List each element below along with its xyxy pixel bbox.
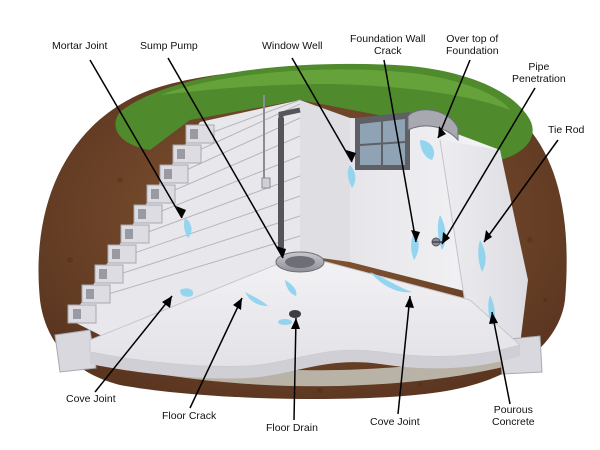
leader-arrowheads [162,126,498,329]
sump-pump [261,95,325,273]
label-pourous-concrete: Pourous Concrete [492,404,535,428]
back-wall [300,100,350,262]
grass-highlight [160,69,510,110]
label-floor-crack: Floor Crack [162,410,217,422]
basement-window [355,109,459,170]
label-over-top-of-foundation: Over top of Foundation [446,33,499,57]
right-wall [440,140,528,345]
label-tie-rod: Tie Rod [548,124,585,136]
label-sump-pump: Sump Pump [140,40,198,52]
label-floor-drain: Floor Drain [266,422,318,434]
label-foundation-wall-crack: Foundation Wall Crack [350,33,426,57]
label-cove-joint-left: Cove Joint [66,393,116,405]
leader-lines [89,57,559,421]
label-pipe-penetration: Pipe Penetration [512,61,566,85]
label-mortar-joint: Mortar Joint [52,40,108,52]
label-cove-joint-right: Cove Joint [370,416,420,428]
floor-drain [289,310,301,318]
label-window-well: Window Well [262,40,323,52]
